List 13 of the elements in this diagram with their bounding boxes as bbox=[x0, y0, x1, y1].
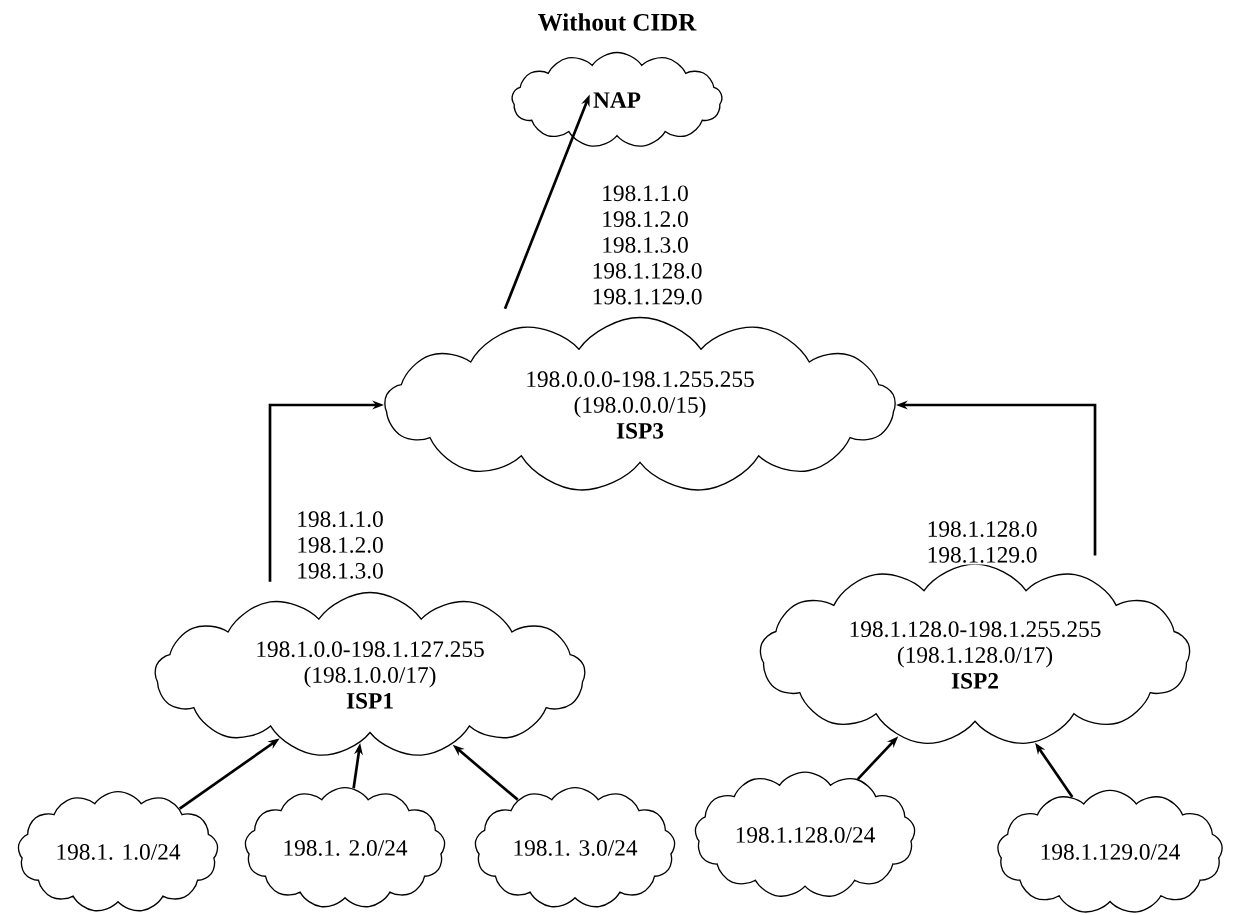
cloud: 198.1.0.0-198.1.127.255 (198.1.0.0/17) ISP1 bbox=[154, 591, 586, 756]
cloud: 198.1.128.0-198.1.255.255 (198.1.128.0/17) ISP2 bbox=[759, 563, 1191, 744]
cloud: 198.1.129.0/24 bbox=[997, 789, 1223, 913]
edge-label: 198.1.1.0 198.1.2.0 198.1.3.0 bbox=[285, 509, 395, 581]
edge-label: 198.1.128.0 198.1.129.0 bbox=[925, 519, 1037, 565]
cloud: 198.1. 2.0/24 bbox=[244, 786, 446, 908]
cloud: 198.1. 3.0/24 bbox=[474, 786, 676, 908]
edge-label: 198.1.1.0 198.1.2.0 198.1.3.0 198.1.128.0 198.1.129.0 bbox=[590, 183, 702, 307]
cloud: 198.1.128.0/24 bbox=[694, 771, 916, 897]
cloud: NAP bbox=[511, 51, 723, 147]
title: Without CIDR bbox=[538, 13, 697, 31]
cloud: 198.1. 1.0/24 bbox=[17, 790, 219, 912]
cloud: 198.0.0.0-198.1.255.255 (198.0.0.0/15) ISP3 bbox=[384, 316, 896, 491]
